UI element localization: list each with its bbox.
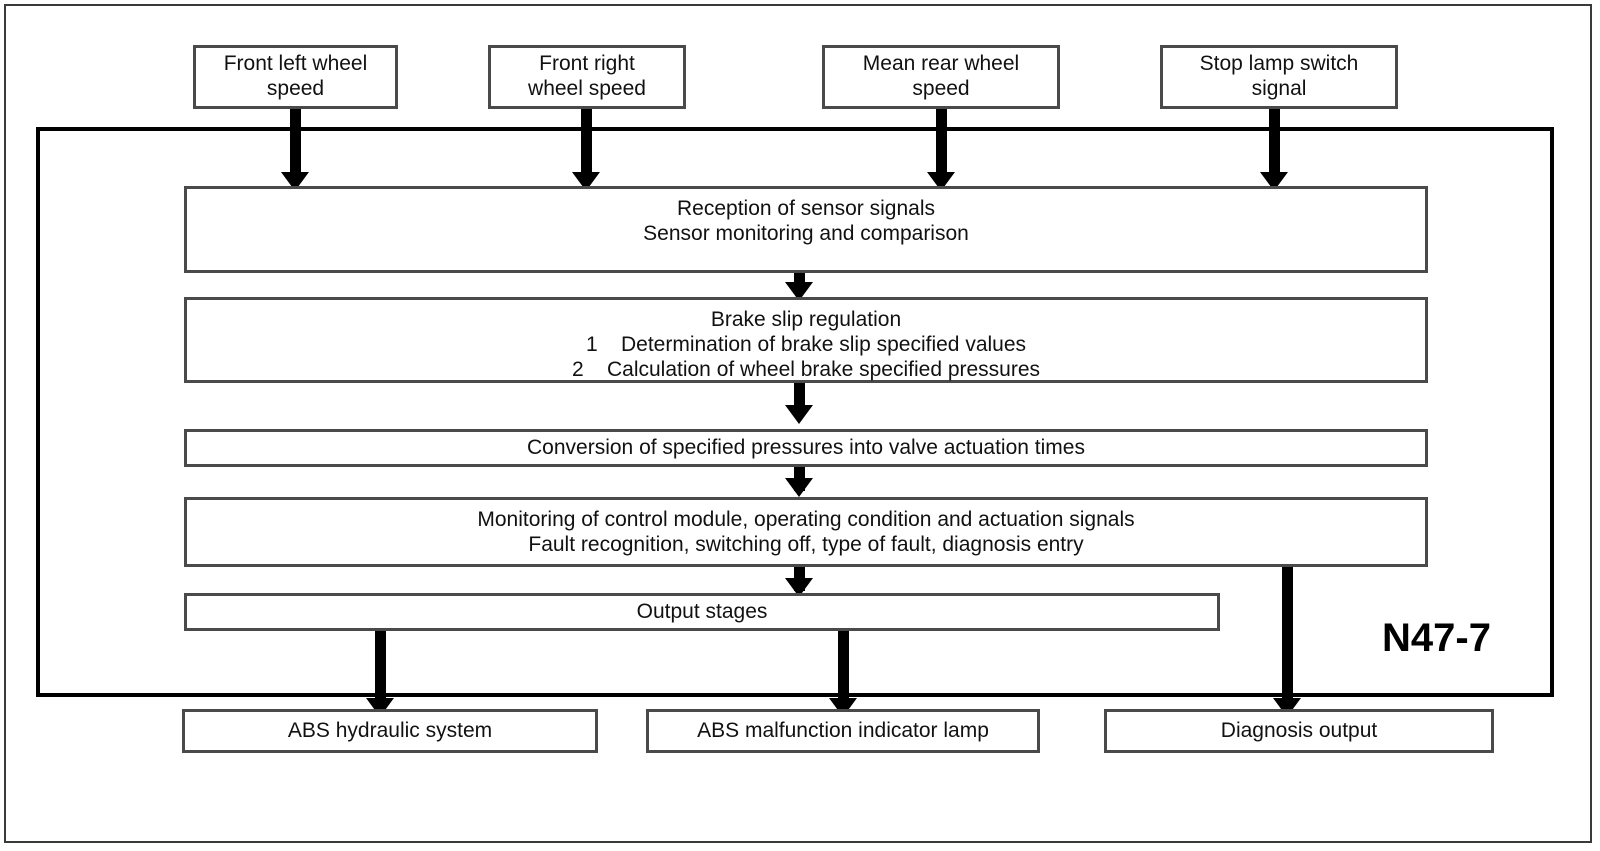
page-border: [4, 4, 1592, 843]
process-box-line: Reception of sensor signals: [677, 197, 935, 220]
input-box-line: speed: [266, 77, 325, 100]
process-box-monitoring-of-control-module: Monitoring of control module, operating …: [184, 497, 1428, 567]
input-box-line: wheel speed: [528, 77, 646, 100]
output-box-abs-malfunction-indicator-lamp: ABS malfunction indicator lamp: [646, 709, 1040, 753]
input-box-front-left-wheel-speed: Front left wheel speed: [193, 45, 398, 109]
ecu-enclosure-frame: [36, 127, 1554, 697]
ecu-designation-label: N47-7: [1382, 616, 1491, 660]
arrow-shaft-abs-malfunction-indicator-lamp: [838, 631, 849, 710]
arrow-head-reception-to-brake-slip: [785, 282, 813, 301]
input-box-front-right-wheel-speed: Front right wheel speed: [488, 45, 686, 109]
input-box-line: speed: [912, 77, 970, 100]
arrow-head-conversion-to-monitoring: [785, 478, 813, 497]
process-box-reception-of-sensor-signals: Reception of sensor signals Sensor monit…: [184, 186, 1428, 273]
process-box-line: Fault recognition, switching off, type o…: [528, 532, 1084, 556]
input-box-line: signal: [1251, 77, 1307, 100]
process-box-brake-slip-regulation: Brake slip regulation 1 Determination of…: [184, 297, 1428, 383]
output-box-abs-hydraulic-system: ABS hydraulic system: [182, 709, 598, 753]
input-box-line: Front left wheel: [223, 52, 368, 76]
process-box-output-stages: Output stages: [184, 593, 1220, 631]
process-box-line: 2 Calculation of wheel brake specified p…: [571, 357, 1041, 381]
arrow-shaft-front-right-wheel-speed: [581, 109, 592, 179]
process-box-line: Conversion of specified pressures into v…: [527, 435, 1085, 459]
arrow-shaft-abs-hydraulic-system: [375, 631, 386, 710]
output-box-line: ABS malfunction indicator lamp: [697, 718, 989, 742]
input-box-line: Mean rear wheel: [862, 52, 1020, 76]
arrow-shaft-front-left-wheel-speed: [290, 109, 301, 179]
arrow-head-monitoring-to-output-stages: [785, 578, 813, 597]
input-box-line: Front right: [539, 52, 635, 76]
input-box-stop-lamp-switch-signal: Stop lamp switch signal: [1160, 45, 1398, 109]
arrow-shaft-brake-slip-to-conversion: [794, 383, 805, 411]
process-box-line: 1 Determination of brake slip specified …: [585, 332, 1027, 356]
process-box-line: Output stages: [636, 599, 768, 623]
output-box-line: ABS hydraulic system: [287, 718, 493, 742]
input-box-mean-rear-wheel-speed: Mean rear wheel speed: [822, 45, 1060, 109]
process-box-line: Brake slip regulation: [710, 308, 902, 331]
arrow-shaft-mean-rear-wheel-speed: [936, 109, 947, 179]
arrow-shaft-stop-lamp-switch-signal: [1269, 109, 1280, 179]
arrow-shaft-diagnosis-output: [1282, 567, 1293, 710]
process-box-line: Sensor monitoring and comparison: [643, 221, 969, 245]
output-box-diagnosis-output: Diagnosis output: [1104, 709, 1494, 753]
process-box-line: Monitoring of control module, operating …: [477, 508, 1135, 531]
output-box-line: Diagnosis output: [1220, 718, 1378, 742]
process-box-conversion-of-specified-pressures: Conversion of specified pressures into v…: [184, 429, 1428, 467]
input-box-line: Stop lamp switch: [1199, 52, 1359, 76]
arrow-head-brake-slip-to-conversion: [785, 405, 813, 424]
